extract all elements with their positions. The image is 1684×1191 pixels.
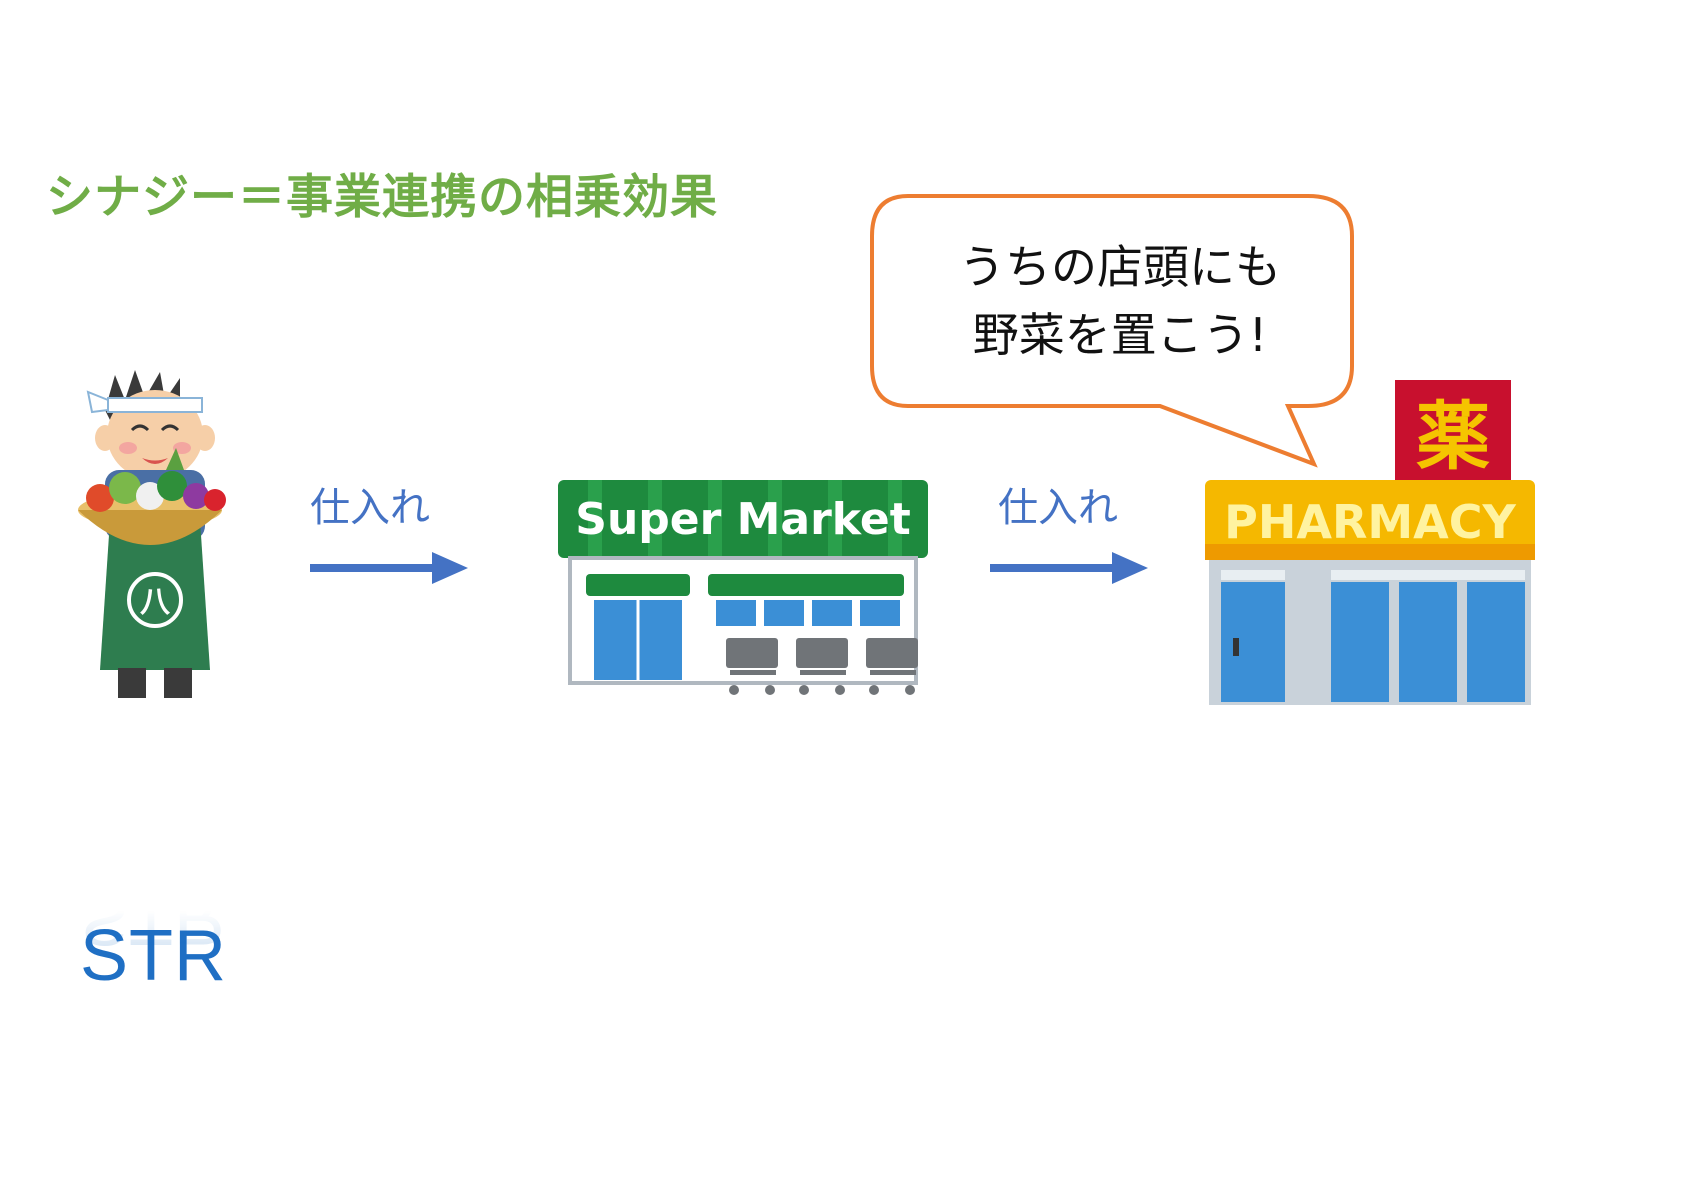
supermarket-illustration: Super Market <box>558 480 928 695</box>
speech-bubble <box>870 194 1354 468</box>
supermarket-sign: Super Market <box>575 494 911 545</box>
speech-bubble-line-1: うちの店頭にも <box>959 240 1281 294</box>
logo-text: STR <box>80 916 227 996</box>
apron-mark: 八 <box>140 585 171 620</box>
farmer-illustration: 八 <box>78 370 226 698</box>
arrow-label-2: 仕入れ <box>998 485 1118 531</box>
arrow-label-1: 仕入れ <box>310 485 430 531</box>
speech-bubble-line-2: 野菜を置こう! <box>972 308 1268 362</box>
pharmacy-sign: PHARMACY <box>1224 495 1516 549</box>
pharmacy-kanji-sign: 薬 <box>1416 394 1490 480</box>
arrow-right-icon <box>310 552 468 584</box>
pharmacy-illustration: 薬 PHARMACY <box>1205 380 1535 705</box>
logo-reflection: STR <box>80 879 227 959</box>
speech-bubble-text: うちの店頭にも 野菜を置こう! <box>900 233 1340 369</box>
page-title: シナジー＝事業連携の相乗効果 <box>46 170 718 225</box>
arrow-right-icon <box>990 552 1148 584</box>
